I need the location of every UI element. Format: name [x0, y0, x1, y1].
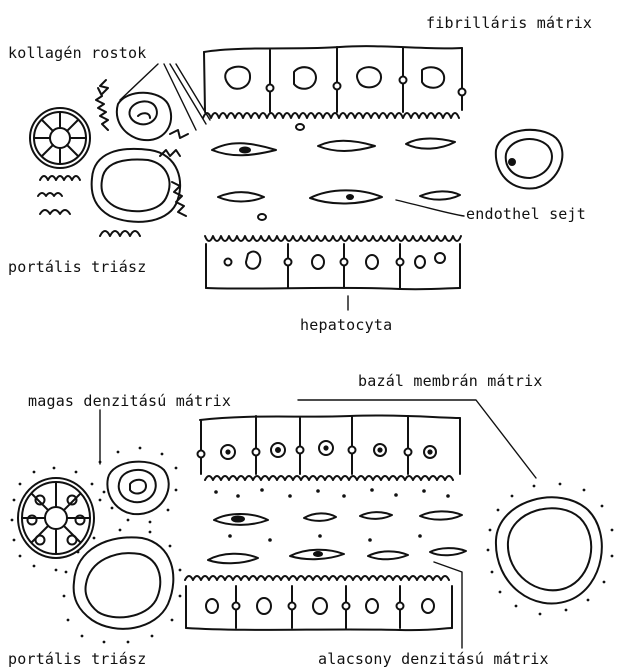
bottom-right-cell: [496, 497, 602, 603]
bottom-endothelial-cells: [208, 511, 466, 563]
bottom-portal-triad: [18, 462, 173, 629]
label-hepatocyta: hepatocyta: [300, 316, 392, 334]
bottom-lower-hepatocyte-row: [185, 576, 452, 630]
top-leader-lines: [120, 64, 464, 310]
label-fibrillaris-matrix: fibrilláris mátrix: [426, 14, 592, 32]
top-portal-triad: [30, 80, 188, 236]
bottom-leader-lines: [100, 400, 536, 648]
label-bazal-membran-matrix: bazál membrán mátrix: [358, 372, 543, 390]
label-kollagen-rostok: kollagén rostok: [8, 44, 146, 62]
label-magas-denzitasu-matrix: magas denzitású mátrix: [28, 392, 231, 410]
bottom-right-cell-stipple: [487, 483, 614, 616]
top-right-cell: [496, 130, 563, 189]
bottom-triad-stipple: [11, 447, 182, 644]
top-endothelial-cells: [212, 124, 460, 220]
label-alacsony-denzitasu-matrix: alacsony denzitású mátrix: [318, 650, 549, 668]
bottom-upper-hepatocyte-row: [198, 415, 461, 480]
label-endothel-sejt: endothel sejt: [466, 205, 586, 223]
label-portalis-triasz-bottom: portális triász: [8, 650, 146, 668]
top-lower-hepatocyte-row: [205, 236, 461, 289]
label-portalis-triasz-top: portális triász: [8, 258, 146, 276]
top-upper-hepatocyte-row: [203, 46, 466, 118]
